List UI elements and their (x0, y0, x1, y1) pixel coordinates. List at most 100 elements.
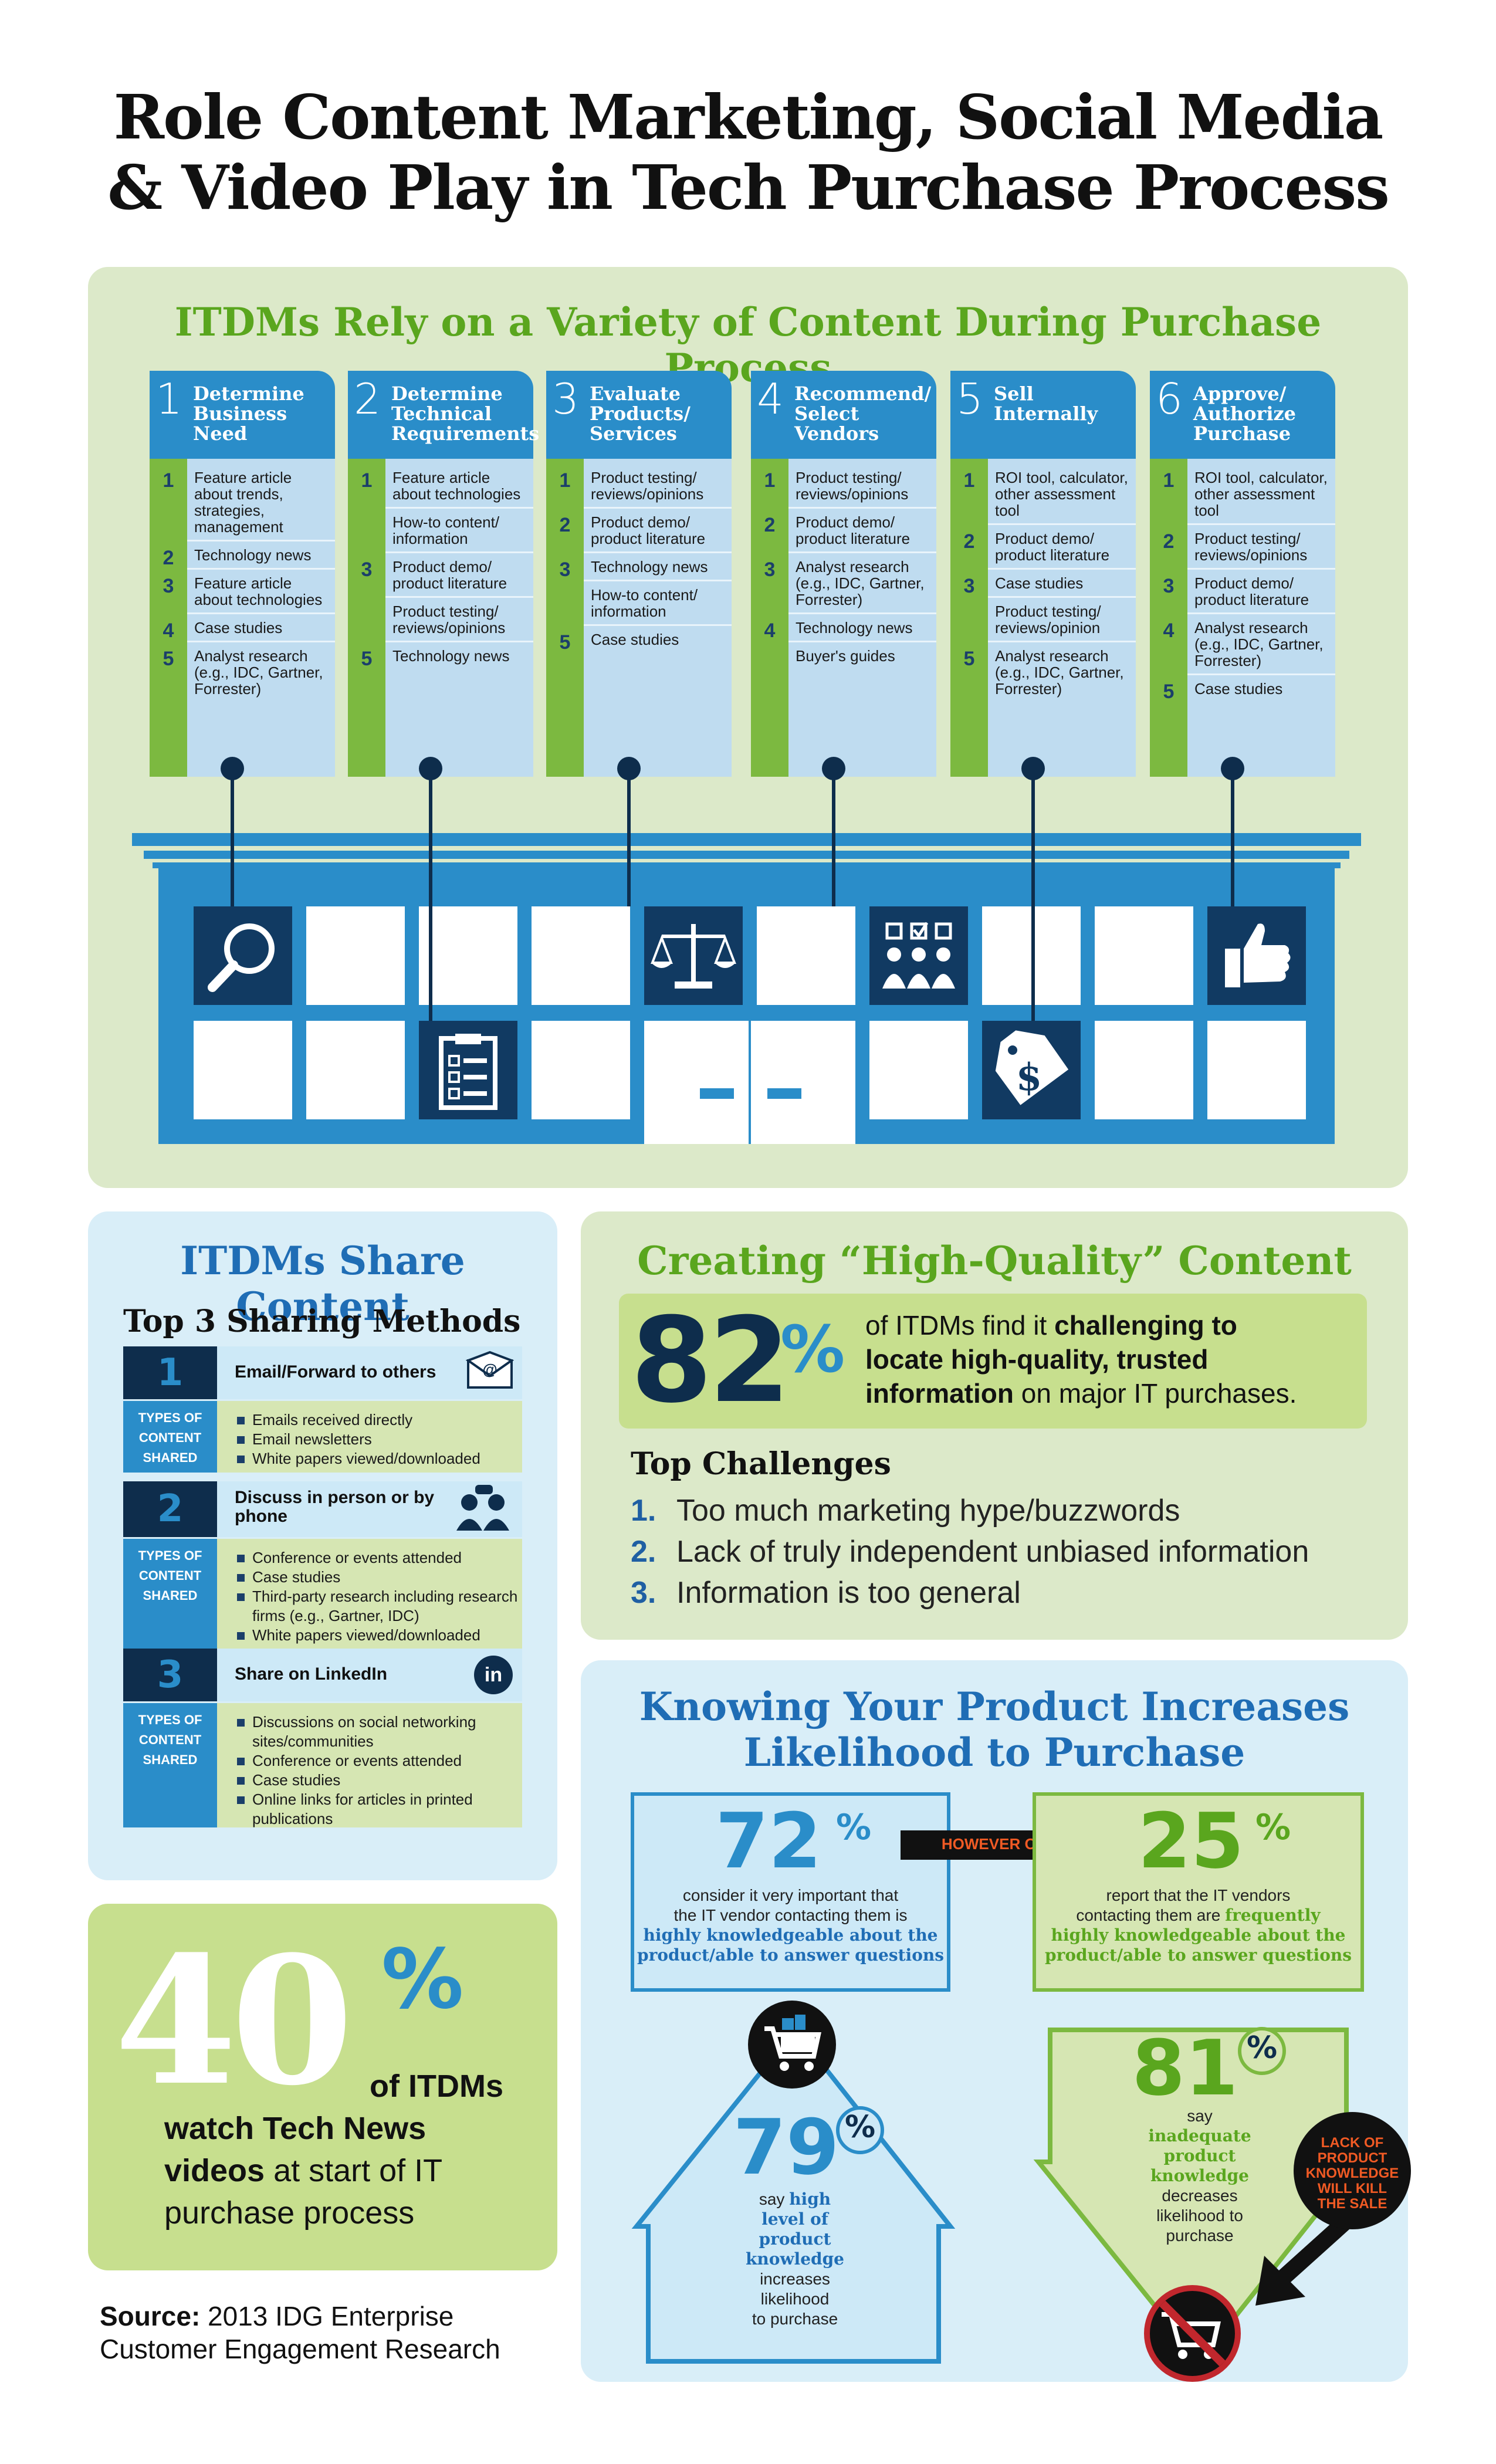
kill-badge (1294, 2112, 1411, 2229)
connector-line (429, 769, 432, 1021)
step-item-text: Case studies (995, 574, 1084, 592)
step-item-text: Product demo/ product literature (796, 513, 911, 547)
step-item-text: Analyst research (e.g., IDC, Gartner, Fo… (995, 647, 1124, 698)
video-pct: % (381, 1932, 464, 2028)
shared-content-item: Conference or events attended (237, 1548, 522, 1568)
step-item-text: Product testing/ reviews/opinion (995, 603, 1101, 637)
method-number: 2 (123, 1481, 217, 1537)
step-number: 5 (956, 374, 983, 424)
step-item: Product testing/ reviews/opinions (348, 598, 533, 643)
step-item: 4 Technology news (751, 615, 936, 643)
stat-25: 25 (1138, 1796, 1244, 1886)
step-item: 3 Product demo/ product literature (348, 554, 533, 598)
step-item-text: Technology news (392, 647, 510, 665)
step-number: 6 (1156, 374, 1183, 424)
video-stat: 40 (114, 1917, 353, 2124)
step-item-text: Technology news (194, 546, 312, 564)
building-window (419, 906, 517, 1005)
building-window (194, 1021, 292, 1119)
shared-content-item: White papers viewed/downloaded (237, 1626, 522, 1645)
kill-text-line: THE SALE (1317, 2196, 1387, 2212)
step-item: 2 Product demo/ product literature (950, 526, 1136, 570)
stat-25-box (1033, 1792, 1364, 1992)
building-window (532, 906, 630, 1005)
step-item-rank: 4 (764, 620, 776, 642)
step-item-text: Technology news (796, 619, 913, 637)
step-item-text: Product demo/ product literature (392, 558, 507, 592)
step-item-text: Product testing/ reviews/opinions (392, 603, 506, 637)
stat-72-box (631, 1792, 950, 1992)
step-number: 2 (354, 374, 381, 424)
connector-line (1031, 769, 1035, 1021)
price-tag-icon: $ (982, 1021, 1081, 1119)
video-panel (88, 1904, 557, 2270)
step-item-rank: 3 (163, 575, 174, 597)
step-item: Buyer's guides (751, 643, 936, 671)
shared-content-item: Email newsletters (237, 1430, 522, 1449)
step-item-rank: 3 (963, 575, 975, 597)
step-name: Recommend/ Select Vendors (794, 383, 932, 445)
step-item-rank: 3 (361, 559, 373, 581)
shared-content-item: Third-party research including research … (237, 1587, 522, 1626)
email-icon: @ (463, 1350, 516, 1395)
step-name: Determine Business Need (193, 383, 304, 445)
method-number: 1 (123, 1346, 217, 1399)
step-item-text: Product demo/ product literature (591, 513, 706, 547)
stat-25-text: report that the IT vendors contacting th… (1045, 1886, 1352, 1965)
shared-content-item: White papers viewed/downloaded (237, 1449, 522, 1468)
types-label: TYPES OF CONTENT SHARED (123, 1703, 217, 1827)
building-window (757, 906, 855, 1005)
page-title: Role Content Marketing, Social Media & V… (107, 81, 1390, 224)
down-arrow (1033, 2028, 1363, 2365)
step-item-text: Product demo/ product literature (995, 530, 1110, 564)
step-item-rank: 5 (1163, 681, 1175, 703)
connector-line (627, 769, 631, 906)
step-item-rank: 1 (559, 469, 571, 492)
step-item-text: Case studies (1194, 680, 1283, 698)
challenge-item: 1.Too much marketing hype/buzzwords (631, 1494, 1180, 1528)
method-name: Email/Forward to others@ (217, 1346, 522, 1399)
kill-text-line: WILL KILL (1317, 2181, 1387, 2196)
connector-line (832, 769, 835, 906)
step-item-text: Technology news (591, 558, 708, 576)
step-item-rank: 4 (163, 620, 174, 642)
step-item-rank: 2 (963, 530, 975, 553)
step-name: Determine Technical Requirements (391, 383, 540, 445)
linkedin-icon: in (474, 1656, 513, 1694)
source-note: Source: 2013 IDG Enterprise Customer Eng… (100, 2301, 500, 2364)
building-window (869, 1021, 968, 1119)
step-item-text: Feature article about technologies (392, 469, 521, 503)
people-talking-icon (452, 1485, 516, 1536)
shared-content-item: Case studies (237, 1771, 522, 1790)
shared-content-list: Discussions on social networking sites/c… (217, 1703, 522, 1827)
knowing-title: Knowing Your Product Increases Likelihoo… (639, 1684, 1350, 1775)
step-item-rank: 1 (1163, 469, 1175, 492)
step-number: 1 (155, 374, 182, 424)
step-name: Approve/ Authorize Purchase (1193, 383, 1297, 445)
